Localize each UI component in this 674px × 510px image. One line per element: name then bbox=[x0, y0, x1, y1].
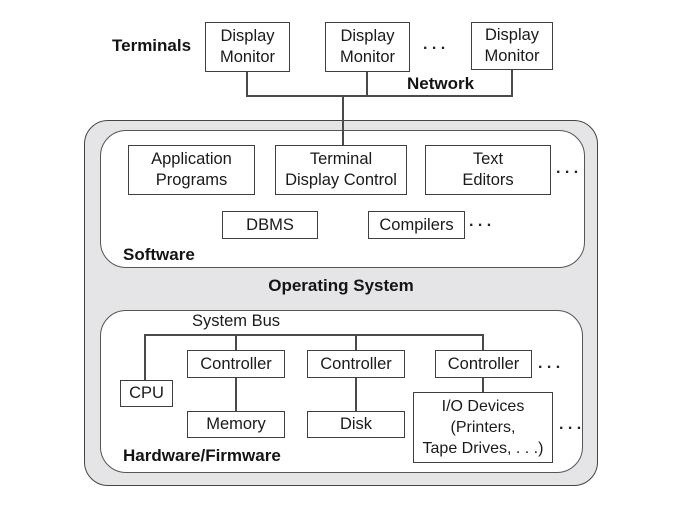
display-monitor-box-3: Display Monitor bbox=[471, 22, 553, 70]
network-trunk-line bbox=[342, 95, 344, 146]
ellipsis-monitors: . . . bbox=[423, 36, 446, 53]
controller-box-3: Controller bbox=[435, 350, 532, 378]
controller-box-1: Controller bbox=[187, 350, 285, 378]
software-label: Software bbox=[123, 245, 195, 264]
terminals-label: Terminals bbox=[112, 36, 192, 55]
bus-cpu-line bbox=[144, 334, 146, 380]
monitor1-drop-line bbox=[246, 72, 248, 96]
system-bus-line bbox=[144, 334, 484, 336]
controller2-disk-line bbox=[355, 377, 357, 412]
ellipsis-io-devices: . . . bbox=[559, 416, 582, 433]
network-label: Network bbox=[407, 74, 475, 93]
monitor2-drop-line bbox=[366, 72, 368, 96]
ellipsis-software-row2: . . . bbox=[469, 213, 492, 230]
system-bus-label: System Bus bbox=[192, 312, 281, 330]
io-devices-box: I/O Devices (Printers, Tape Drives, . . … bbox=[413, 392, 553, 463]
display-monitor-box-1: Display Monitor bbox=[205, 22, 290, 72]
cpu-box: CPU bbox=[120, 380, 173, 407]
controller1-memory-line bbox=[235, 377, 237, 412]
ellipsis-controllers: . . . bbox=[538, 355, 561, 372]
disk-box: Disk bbox=[307, 411, 405, 438]
network-bus-line bbox=[246, 95, 513, 97]
bus-controller3-line bbox=[482, 334, 484, 351]
display-monitor-box-2: Display Monitor bbox=[325, 22, 410, 72]
ellipsis-software-row1: . . . bbox=[556, 160, 579, 177]
controller3-io-line bbox=[482, 377, 484, 393]
operating-system-label: Operating System bbox=[268, 276, 414, 295]
text-editors-box: Text Editors bbox=[425, 145, 551, 195]
compilers-box: Compilers bbox=[368, 211, 465, 239]
terminal-display-control-box: Terminal Display Control bbox=[275, 145, 407, 195]
dbms-box: DBMS bbox=[222, 211, 318, 239]
controller-box-2: Controller bbox=[307, 350, 405, 378]
bus-controller2-line bbox=[355, 334, 357, 351]
bus-controller1-line bbox=[235, 334, 237, 351]
hardware-firmware-label: Hardware/Firmware bbox=[123, 446, 281, 465]
memory-box: Memory bbox=[187, 411, 285, 438]
monitor3-drop-line bbox=[511, 70, 513, 96]
application-programs-box: Application Programs bbox=[128, 145, 255, 195]
